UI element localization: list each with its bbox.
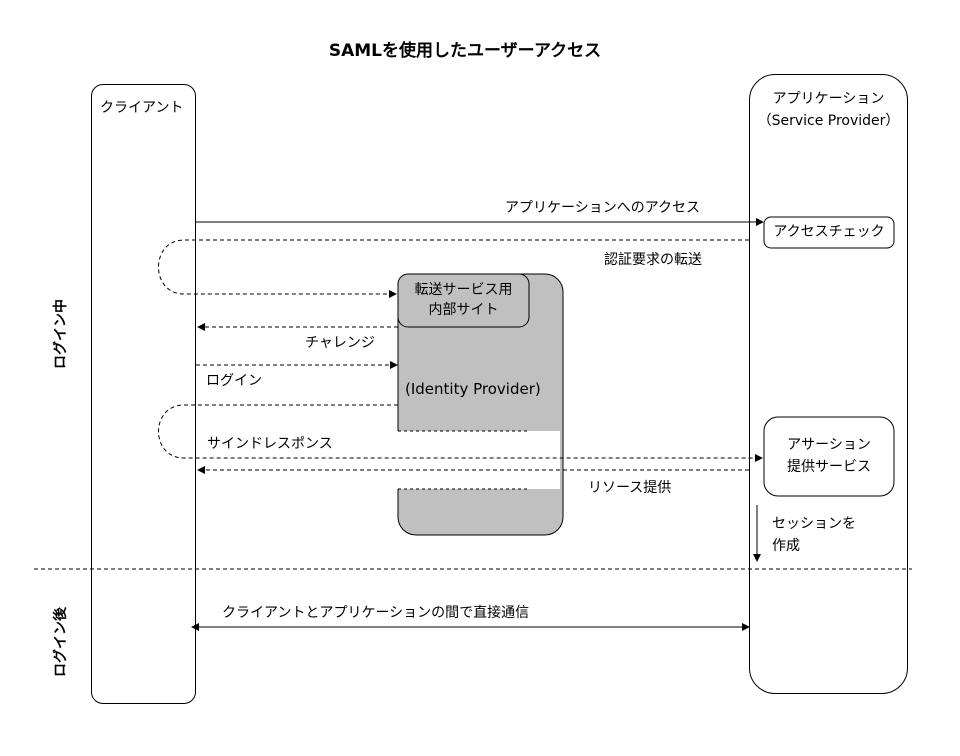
idp-inner-box	[397, 273, 530, 328]
assertion-service-label: アサーション 提供サービス	[764, 434, 894, 478]
label-resource: リソース提供	[588, 480, 672, 496]
application-label-line2: （Service Provider）	[757, 113, 900, 129]
diagram-title: SAMLを使用したユーザーアクセス	[328, 41, 602, 61]
phase-after-login: ログイン後	[53, 607, 69, 677]
arrow-auth-redirect	[158, 239, 749, 298]
label-login: ログイン	[206, 373, 262, 389]
idp-label: (Identity Provider)	[405, 380, 541, 398]
application-label: アプリケーション （Service Provider）	[749, 88, 908, 132]
idp-inner-line2: 内部サイト	[428, 302, 499, 318]
label-direct: クライアントとアプリケーションの間で直接通信	[222, 605, 530, 621]
label-challenge: チャレンジ	[305, 335, 375, 351]
assertion-service-box	[763, 416, 895, 497]
assertion-service-line2: 提供サービス	[787, 459, 871, 475]
client-lifeline	[91, 84, 196, 704]
phase-during-login: ログイン中	[53, 299, 69, 369]
idp-inner-line1: 転送サービス用	[414, 282, 513, 298]
access-check-label: アクセスチェック	[773, 224, 885, 240]
idp-gap	[397, 431, 560, 489]
label-auth-redirect: 認証要求の転送	[604, 252, 702, 268]
arrow-signed-response	[158, 404, 763, 462]
access-check-box	[763, 216, 895, 249]
label-app-access: アプリケーションへのアクセス	[505, 200, 701, 216]
application-label-line1: アプリケーション	[772, 91, 885, 107]
label-signed-response: サインドレスポンス	[207, 436, 333, 452]
assertion-service-line1: アサーション	[787, 437, 871, 453]
session-line1: セッションを	[772, 516, 856, 532]
session-label: セッションを 作成	[772, 513, 856, 557]
idp-inner-label: 転送サービス用 内部サイト	[398, 280, 529, 320]
application-lifeline	[749, 74, 908, 694]
session-line2: 作成	[772, 538, 800, 554]
client-label: クライアント	[100, 100, 184, 116]
